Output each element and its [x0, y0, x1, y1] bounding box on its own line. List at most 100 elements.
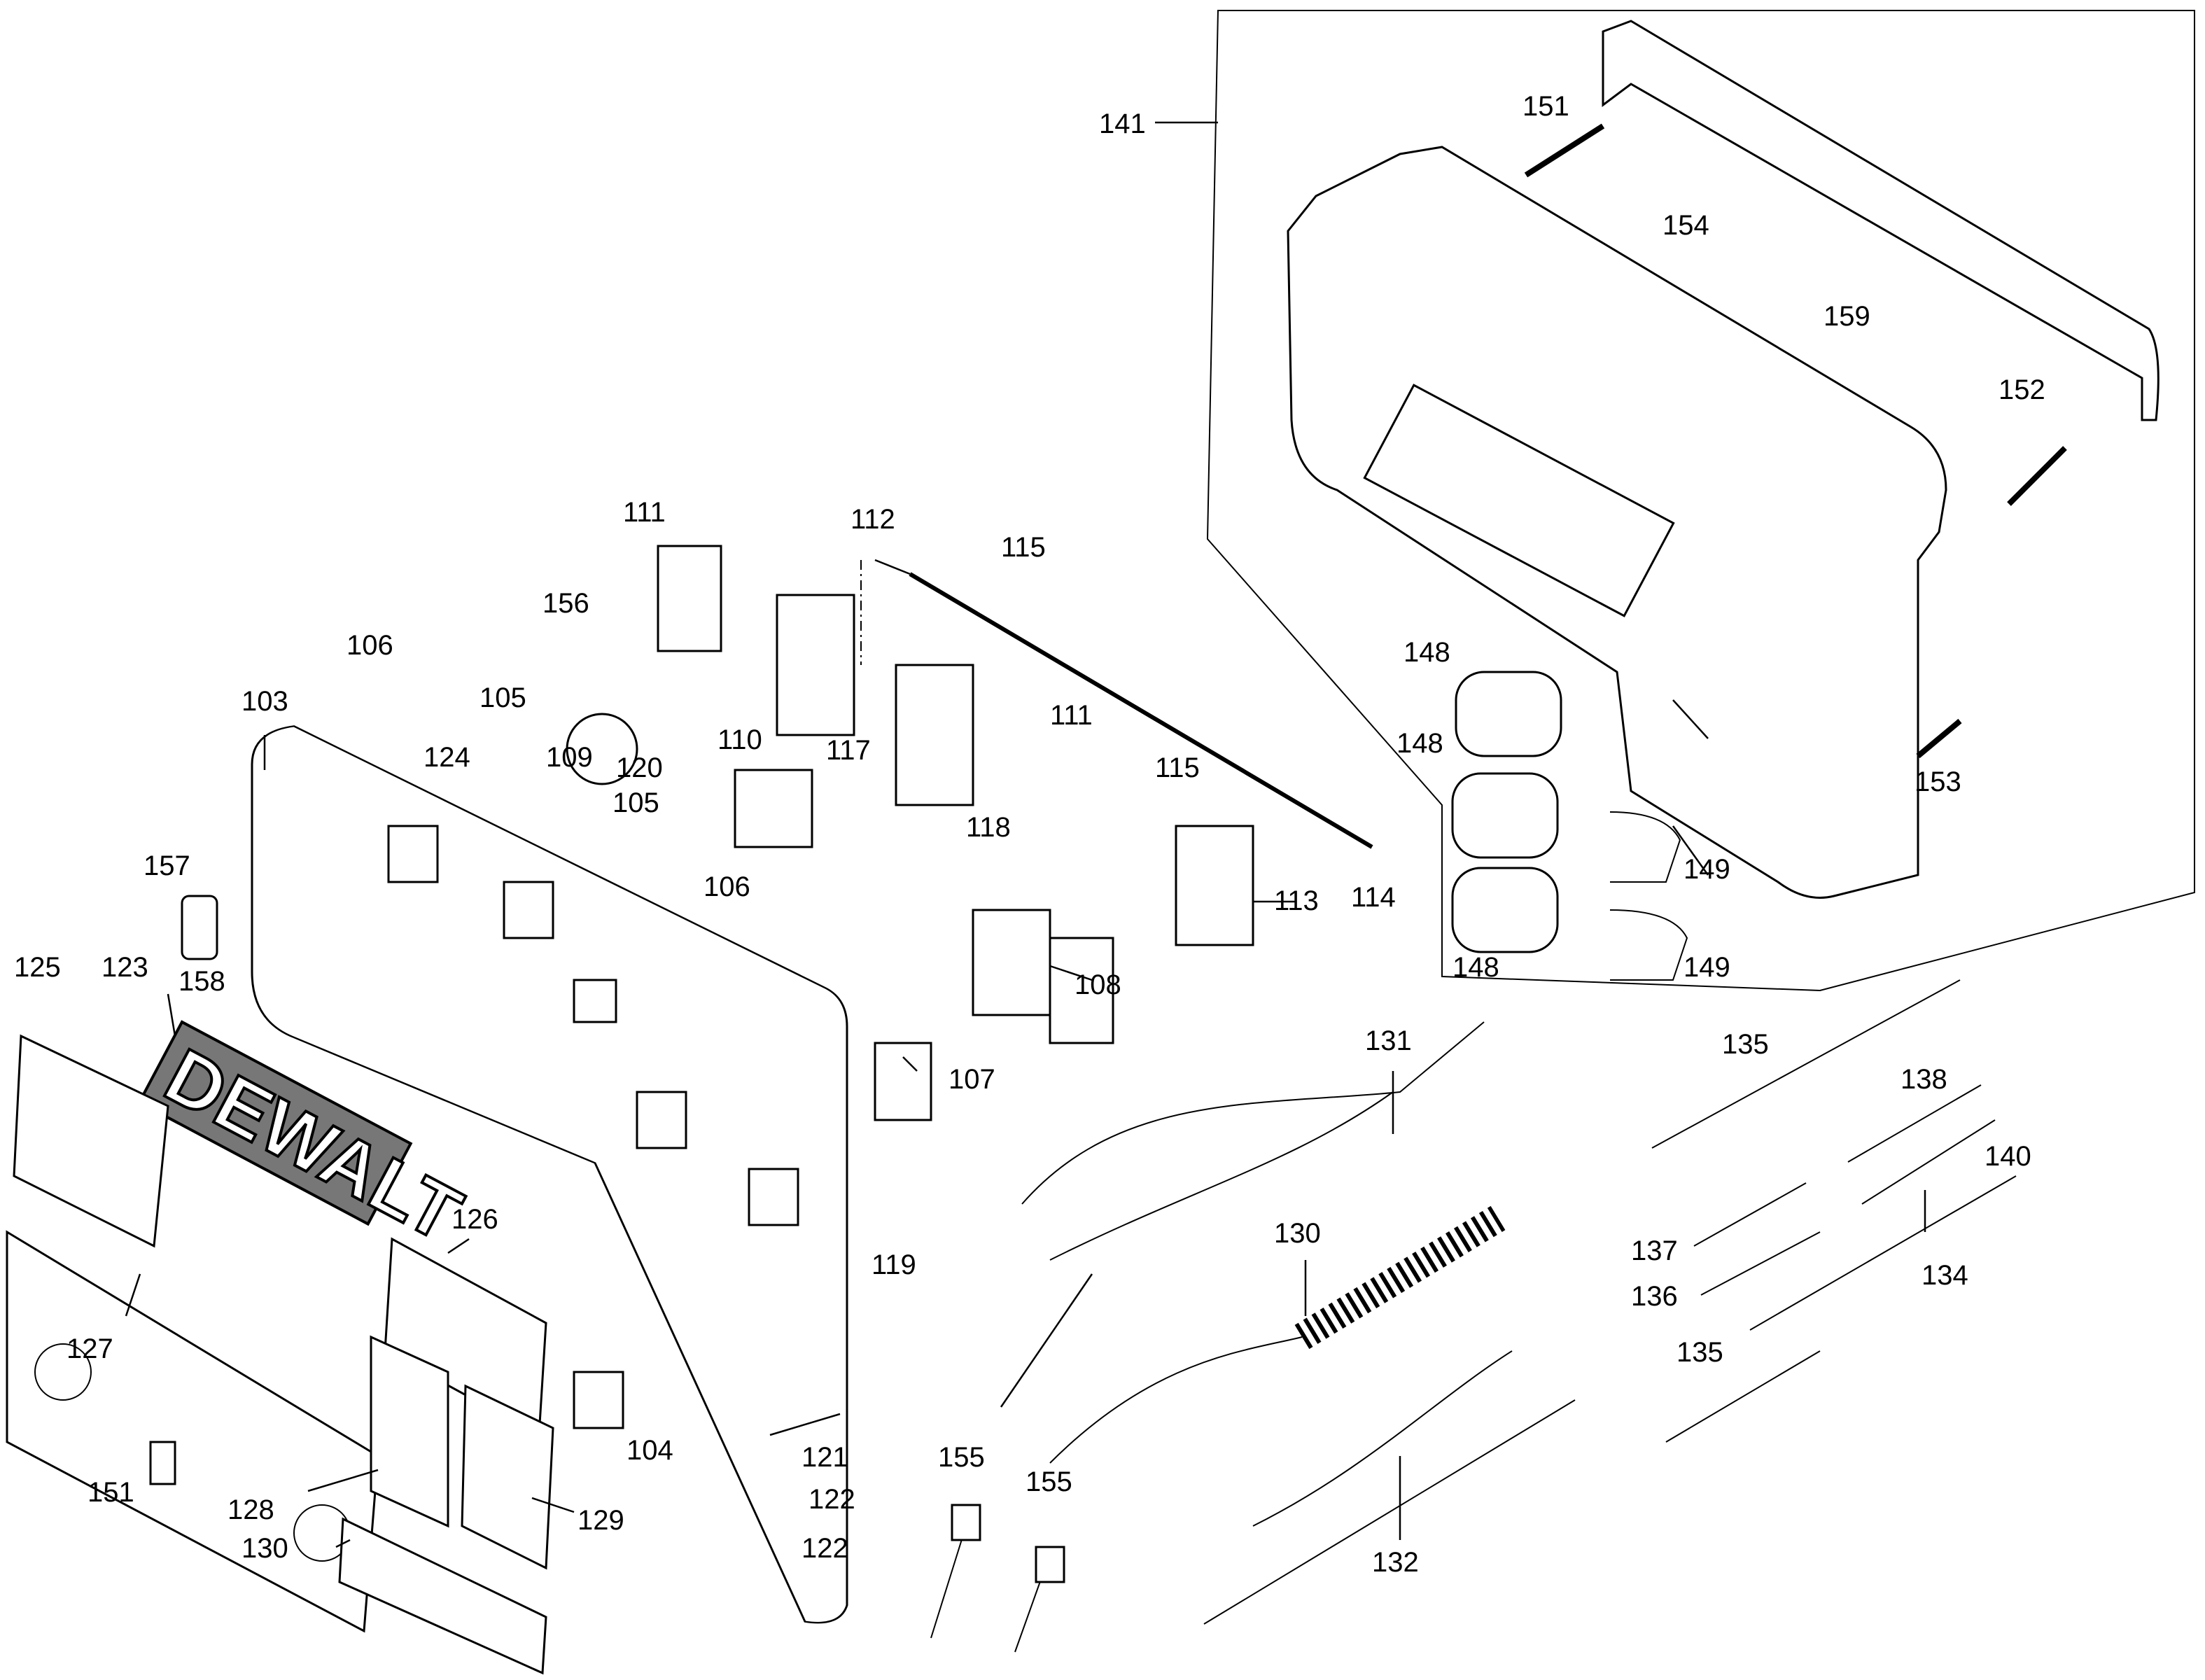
callout-126: 126 — [451, 1204, 498, 1235]
callout-103: 103 — [241, 686, 288, 717]
stator-block — [1363, 384, 1675, 617]
wire-136 — [1651, 979, 1961, 1149]
module-108 — [972, 909, 1051, 1016]
relay-107 — [874, 1042, 932, 1121]
gfci-112 — [895, 664, 974, 806]
callout-122: 122 — [802, 1533, 848, 1564]
breaker-106 — [387, 825, 439, 883]
wire-135 — [1665, 1350, 1821, 1443]
hour-meter-156 — [566, 713, 638, 785]
callout-151: 152 — [1998, 374, 2045, 405]
callout-106: 106 — [704, 872, 750, 902]
decal-125 — [13, 1034, 169, 1248]
decal-128 — [370, 1335, 449, 1528]
module-109 — [573, 979, 617, 1023]
harness-132 — [1049, 1091, 1394, 1261]
receptacle-113 — [1175, 825, 1254, 946]
capacitor — [1451, 772, 1559, 859]
leader-lines — [125, 121, 1926, 1548]
callout-134: 134 — [1921, 1260, 1968, 1291]
callout-158: 158 — [178, 966, 225, 997]
callout-108: 108 — [1074, 969, 1121, 1000]
callout-116: 120 — [616, 752, 663, 783]
callout-119: 119 — [872, 1250, 916, 1280]
callout-128: 128 — [227, 1494, 274, 1525]
harness-131 — [1294, 1205, 1506, 1350]
callout-156: 156 — [542, 588, 589, 619]
callout-155: 155 — [1026, 1466, 1072, 1497]
callout-107: 107 — [948, 1064, 995, 1095]
knob-157 — [181, 895, 218, 960]
callout-111: 111 — [1050, 700, 1093, 731]
bolt — [1524, 123, 1605, 178]
callout-131: 130 — [1274, 1218, 1321, 1249]
capacitor — [1451, 867, 1559, 953]
wire-134 — [1749, 1175, 2017, 1331]
wire-137 — [1700, 1231, 1821, 1296]
callout-129: 129 — [578, 1505, 624, 1536]
callout-112: 112 — [850, 504, 895, 535]
callout-137: 136 — [1631, 1281, 1678, 1312]
callout-105: 105 — [612, 788, 659, 818]
callout-139: 138 — [1900, 1064, 1947, 1095]
wire-138 — [1693, 1182, 1807, 1247]
callout-118: 118 — [966, 812, 1011, 843]
receptacle-111 — [657, 545, 722, 652]
callout-133: 132 — [1372, 1547, 1419, 1578]
connector-154 — [951, 1504, 981, 1541]
callout-114: 114 — [1351, 882, 1396, 913]
callout-104: 104 — [626, 1435, 673, 1466]
callout-123: 123 — [102, 952, 148, 983]
callout-148: 148 — [1396, 728, 1443, 759]
callout-124: 124 — [424, 742, 470, 773]
callout-148: 148 — [1452, 952, 1499, 983]
breaker-105 — [636, 1091, 687, 1149]
bolt — [1916, 718, 1962, 759]
callout-135: 135 — [1676, 1337, 1723, 1368]
callout-115: 115 — [1001, 532, 1046, 563]
callout-130: 130 — [241, 1533, 288, 1564]
callout-127: 127 — [66, 1334, 113, 1364]
bar-114 — [909, 572, 1373, 849]
inset-141-frame — [1206, 10, 2195, 992]
harness-133 — [1203, 1399, 1576, 1625]
callout-120: 121 — [802, 1442, 848, 1473]
wire-139 — [1847, 1084, 1982, 1163]
connector-155 — [1035, 1546, 1065, 1583]
callout-136: 135 — [1722, 1029, 1769, 1060]
breaker-105 — [503, 881, 554, 939]
callout-138: 137 — [1631, 1236, 1678, 1266]
callout-157: 157 — [144, 850, 190, 881]
callout-149: 149 — [1684, 952, 1730, 983]
capacitor — [1455, 671, 1562, 757]
transformer-110 — [734, 769, 813, 848]
harness-133 — [1252, 1350, 1513, 1527]
bolt — [2007, 446, 2067, 506]
decal-129 — [461, 1384, 554, 1570]
harness-131 — [1049, 1336, 1303, 1464]
callout-152: 153 — [1914, 766, 1961, 797]
decal-127 — [6, 1230, 379, 1633]
callout-132: 131 — [1365, 1026, 1412, 1056]
callout-106: 106 — [346, 630, 393, 661]
decal-130 — [338, 1517, 547, 1675]
callout-141: 141 — [1099, 108, 1146, 139]
callout-140: 140 — [1984, 1141, 2031, 1172]
rear-cover — [1602, 20, 2160, 421]
callout-117: 117 — [826, 735, 871, 766]
switch-104 — [573, 1371, 624, 1429]
callout-148: 148 — [1404, 637, 1450, 668]
receptacle-111 — [1049, 937, 1114, 1044]
decal-150 — [149, 1441, 176, 1485]
decal-hole — [34, 1343, 92, 1401]
callout-125: 125 — [14, 952, 61, 983]
callout-149: 149 — [1684, 854, 1730, 885]
callout-151: 151 — [1522, 91, 1569, 122]
lead-154 — [930, 1525, 967, 1639]
harness-132 — [1021, 1021, 1485, 1205]
callout-154: 155 — [938, 1442, 985, 1473]
callout-111: 111 — [623, 497, 666, 528]
callout-110: 110 — [718, 724, 762, 755]
